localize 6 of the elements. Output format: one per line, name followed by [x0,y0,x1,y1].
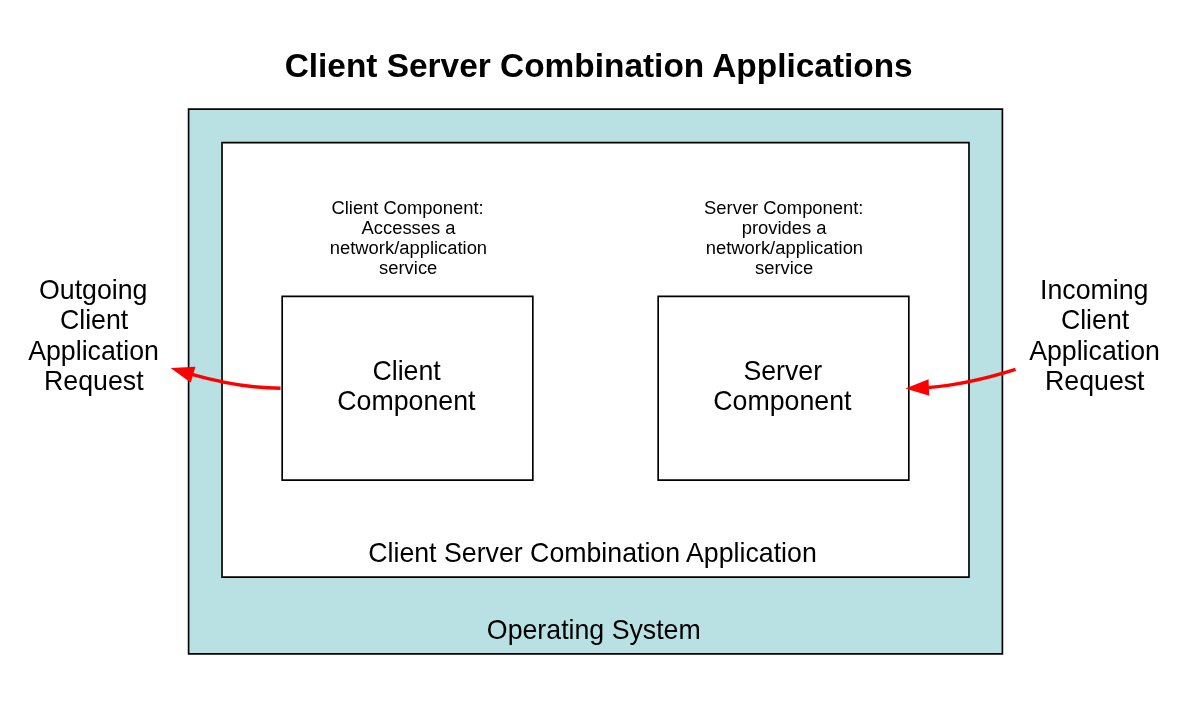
arrow [170,366,281,390]
diagram-title: Client Server Combination Applications [284,47,913,85]
node-label: Server Component: provides a network/application service [704,197,864,279]
node-text: Outgoing Client Application Request [28,275,159,396]
node-label: Client Component: Accesses a network/application service [329,197,488,279]
node-text: Incoming Client Application Request [1029,275,1160,396]
